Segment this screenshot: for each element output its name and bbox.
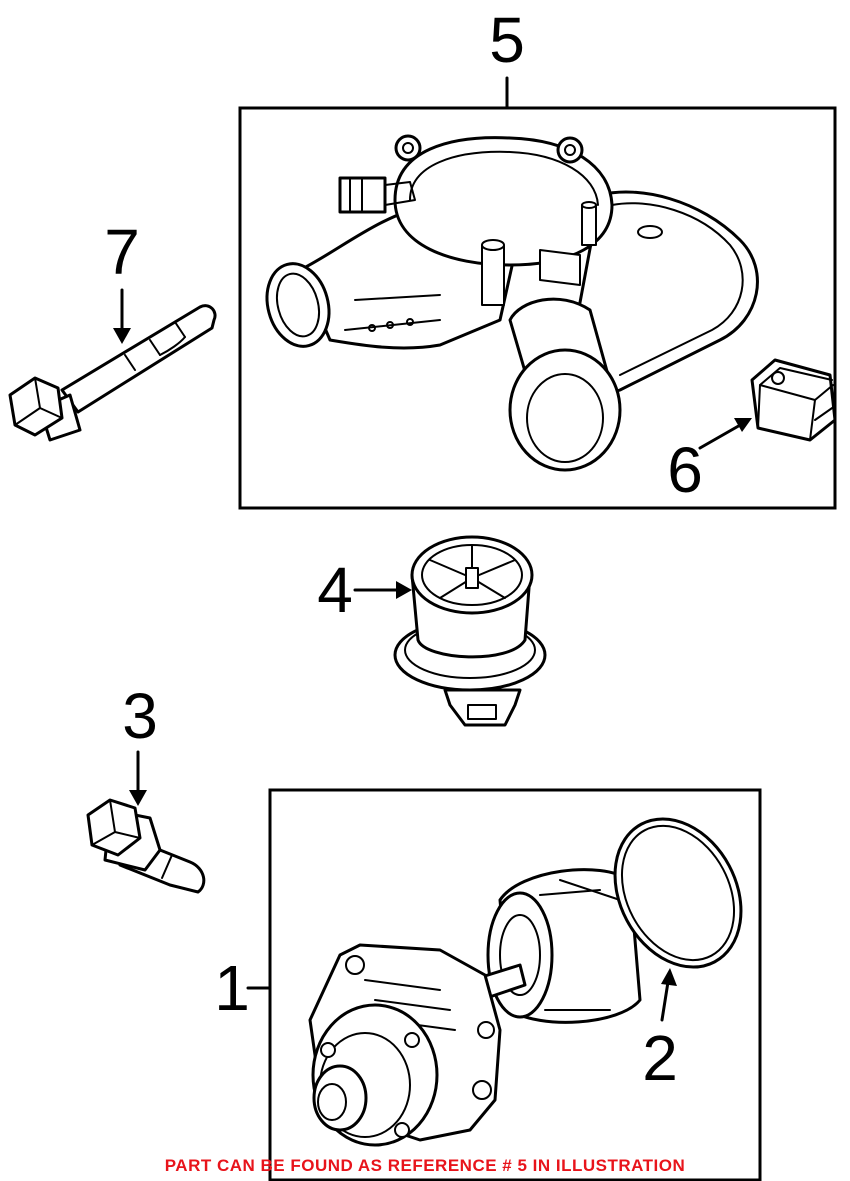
label-4: 4 bbox=[317, 554, 353, 626]
reference-7-group: 7 bbox=[8, 216, 217, 442]
label-2-arrow bbox=[660, 980, 670, 1022]
thermostat bbox=[393, 535, 547, 727]
label-6-arrowhead bbox=[734, 418, 752, 432]
label-1: 1 bbox=[214, 952, 250, 1024]
label-3-arrowhead bbox=[129, 790, 147, 806]
connector-clip bbox=[750, 358, 837, 442]
label-6: 6 bbox=[667, 434, 703, 506]
label-7: 7 bbox=[104, 216, 140, 288]
label-5: 5 bbox=[489, 4, 525, 76]
flange-bolt bbox=[86, 798, 206, 894]
label-4-arrowhead bbox=[396, 581, 412, 599]
pump-frame bbox=[268, 788, 762, 1181]
label-7-arrowhead bbox=[113, 328, 131, 344]
reference-1-group: 1 bbox=[214, 788, 762, 1181]
gasket-ring bbox=[613, 817, 743, 969]
label-2: 2 bbox=[642, 1022, 678, 1094]
label-3: 3 bbox=[122, 680, 158, 752]
housing-frame bbox=[238, 106, 837, 510]
thermostat-housing bbox=[265, 134, 759, 472]
reference-5-group: 5 bbox=[238, 4, 837, 510]
reference-4-group: 4 bbox=[317, 535, 547, 727]
water-pump bbox=[308, 868, 642, 1147]
callout-note: PART CAN BE FOUND AS REFERENCE # 5 IN IL… bbox=[165, 1156, 686, 1175]
label-6-arrow bbox=[698, 422, 744, 450]
label-2-arrowhead bbox=[661, 968, 677, 986]
long-bolt bbox=[8, 304, 217, 442]
reference-3-group: 3 bbox=[86, 680, 206, 894]
